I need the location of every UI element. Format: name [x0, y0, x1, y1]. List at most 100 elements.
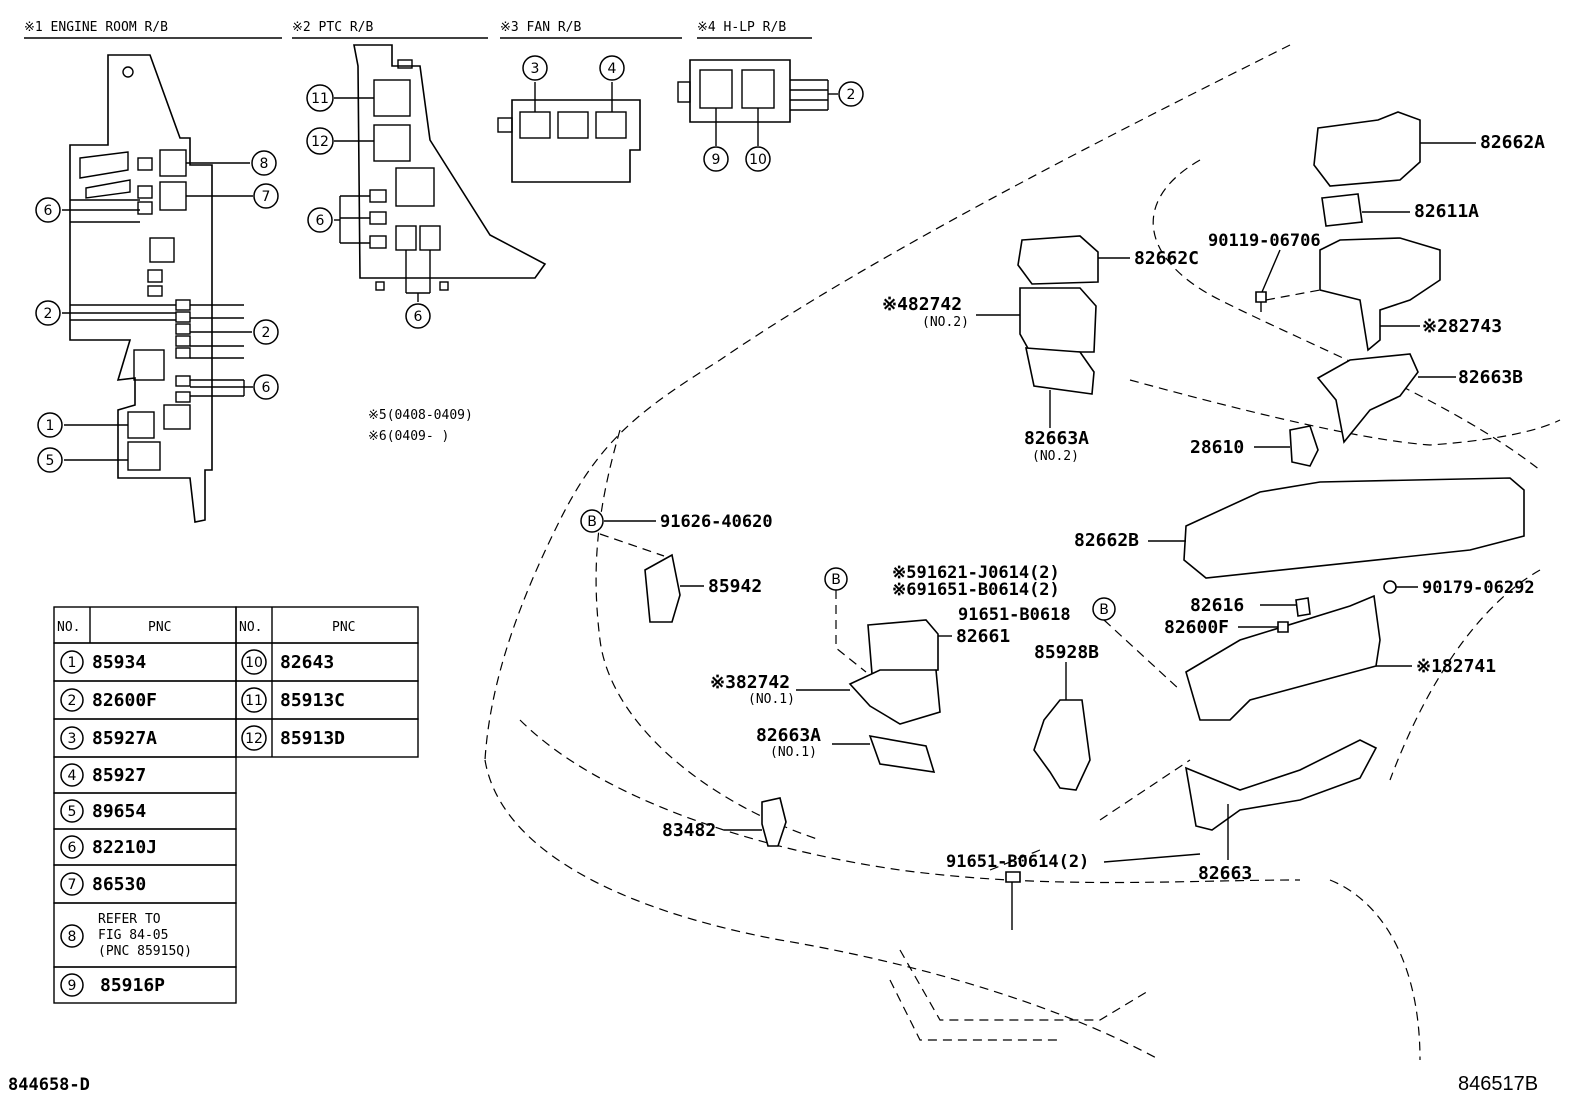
callout-6b: 6	[262, 380, 271, 396]
label-82742-no1: ※382742	[710, 672, 790, 693]
col-pnc-header: PNC	[332, 620, 355, 635]
table-row: 6 82210J	[53, 828, 237, 866]
svg-text:82643: 82643	[280, 652, 334, 673]
note-6: ※6(0409- )	[368, 429, 449, 444]
callout-2a: 2	[44, 306, 53, 322]
svg-text:85913D: 85913D	[280, 728, 345, 749]
callout-7: 7	[262, 189, 271, 205]
svg-text:89654: 89654	[92, 801, 146, 822]
label-82662C: 82662C	[1134, 248, 1199, 269]
footer-codes: 844658-D 846517B	[8, 1073, 1538, 1095]
section-headers: ※1 ENGINE ROOM R/B ※2 PTC R/B ※3 FAN R/B…	[24, 20, 812, 39]
header-engine-room-rb: ※1 ENGINE ROOM R/B	[24, 20, 168, 35]
bolt-b-icon: B	[587, 514, 597, 530]
label-82663B: 82663B	[1458, 367, 1523, 388]
svg-text:9: 9	[68, 978, 77, 994]
label-82616: 82616	[1190, 595, 1244, 616]
fan-relay-block: 3 4	[497, 55, 641, 183]
svg-text:85927A: 85927A	[92, 728, 157, 749]
engine-room-callouts: 8 7 6 2 2 6 1 5	[35, 150, 279, 473]
svg-text:5: 5	[68, 804, 77, 820]
table-row: 4 85927	[53, 756, 237, 794]
svg-text:10: 10	[245, 655, 263, 671]
svg-text:86530: 86530	[92, 874, 146, 895]
label-82662A: 82662A	[1480, 132, 1545, 153]
svg-text:82210J: 82210J	[92, 837, 157, 858]
table-row: 10 82643	[235, 642, 419, 682]
col-no-header: NO.	[239, 620, 262, 635]
label-85942: 85942	[708, 576, 762, 597]
callout-6a: 6	[44, 203, 53, 219]
label-91621-J0614: ※591621-J0614(2)	[892, 563, 1060, 583]
label-85928B: 85928B	[1034, 642, 1099, 663]
label-28610: 28610	[1190, 437, 1244, 458]
svg-text:4: 4	[68, 768, 77, 784]
callout-12: 12	[311, 134, 329, 150]
table-row: 1 85934	[53, 642, 237, 682]
callout-4: 4	[608, 61, 617, 77]
label-82742-no2-sub: (NO.2)	[922, 315, 969, 330]
label-91651-B0614-c: 91651-B0614(2)	[946, 852, 1089, 872]
label-90119-06706: 90119-06706	[1208, 231, 1321, 251]
table-row: 5 89654	[53, 792, 237, 830]
ptc-relay-block: 11 12 6 6	[306, 44, 547, 329]
callout-3: 3	[531, 61, 540, 77]
col-no-header: NO.	[57, 620, 80, 635]
label-91651-B0618: 91651-B0618	[958, 605, 1071, 625]
callout-11: 11	[311, 91, 329, 107]
svg-text:7: 7	[68, 877, 77, 893]
label-82663A-no1-sub: (NO.1)	[770, 745, 817, 760]
svg-text:85916P: 85916P	[100, 975, 165, 996]
table-row: 9 85916P	[53, 966, 237, 1004]
callout-10: 10	[749, 152, 767, 168]
label-91651-B0614-a: ※691651-B0614(2)	[892, 580, 1060, 600]
svg-text:FIG 84-05: FIG 84-05	[98, 928, 168, 943]
components	[599, 111, 1525, 930]
label-82663: 82663	[1198, 863, 1252, 884]
label-82742-no2: ※482742	[882, 294, 962, 315]
header-hlp-rb: ※4 H-LP R/B	[697, 20, 786, 35]
table-row: 3 85927A	[53, 718, 237, 758]
callout-6d: 6	[414, 309, 423, 325]
callout-5: 5	[46, 453, 55, 469]
table-row: 8 REFER TO FIG 84-05 (PNC 85915Q)	[53, 902, 237, 968]
svg-text:85927: 85927	[92, 765, 146, 786]
callout-2c: 2	[847, 87, 856, 103]
header-ptc-rb: ※2 PTC R/B	[292, 20, 374, 35]
svg-text:85934: 85934	[92, 652, 146, 673]
svg-text:2: 2	[68, 693, 77, 709]
label-82661: 82661	[956, 626, 1010, 647]
svg-text:(PNC 85915Q): (PNC 85915Q)	[98, 944, 192, 959]
table-row: 2 82600F	[53, 680, 237, 720]
label-82663A-no2-sub: (NO.2)	[1032, 449, 1079, 464]
label-82663A-no2: 82663A	[1024, 428, 1089, 449]
svg-text:12: 12	[245, 731, 263, 747]
svg-text:85913C: 85913C	[280, 690, 345, 711]
svg-text:6: 6	[68, 840, 77, 856]
svg-text:REFER TO: REFER TO	[98, 912, 161, 927]
date-notes: ※5(0408-0409) ※6(0409- )	[368, 408, 473, 444]
callout-6c: 6	[316, 213, 325, 229]
svg-text:82600F: 82600F	[92, 690, 157, 711]
svg-text:11: 11	[245, 693, 263, 709]
hlp-relay-block: 2 9 10	[677, 59, 864, 172]
header-fan-rb: ※3 FAN R/B	[500, 20, 582, 35]
engine-room-relay-block	[62, 54, 253, 523]
svg-text:1: 1	[68, 655, 77, 671]
bolt-symbols: B B B	[580, 509, 1116, 621]
svg-text:3: 3	[68, 731, 77, 747]
note-5: ※5(0408-0409)	[368, 408, 473, 423]
table-row: 11 85913C	[235, 680, 419, 720]
pnc-table: NO. PNC NO. PNC 1 85934 2 82600F 3 85927…	[53, 606, 419, 1004]
label-82743: ※282743	[1422, 316, 1502, 337]
label-82741: ※182741	[1416, 656, 1496, 677]
label-82662B: 82662B	[1074, 530, 1139, 551]
footer-right-code: 846517B	[1458, 1073, 1538, 1095]
table-row: 12 85913D	[235, 718, 419, 758]
footer-left-code: 844658-D	[8, 1075, 90, 1095]
col-pnc-header: PNC	[148, 620, 171, 635]
label-90179-06292: 90179-06292	[1422, 578, 1535, 598]
label-83482: 83482	[662, 820, 716, 841]
